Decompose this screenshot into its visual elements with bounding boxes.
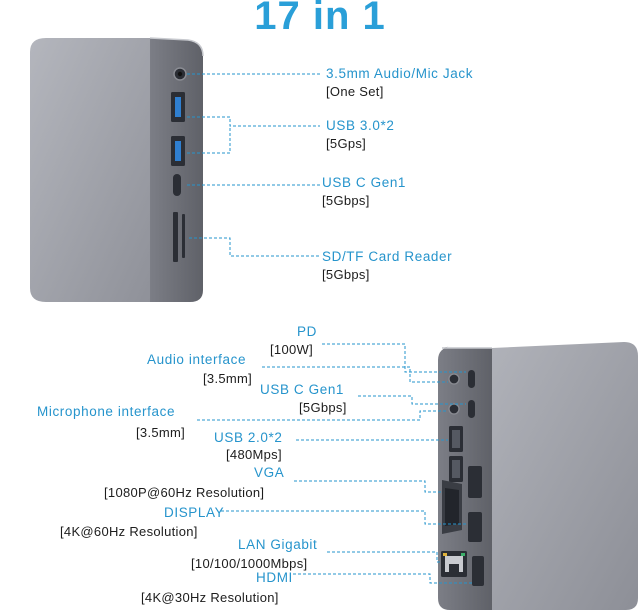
rear-port-label: VGA [254, 465, 285, 480]
front-port-label: SD/TF Card Reader [322, 249, 453, 264]
hdmi-port-icon [472, 556, 484, 586]
front-port-label: USB 3.0*2 [326, 118, 395, 133]
audio-jack-icon [173, 67, 187, 81]
usb-c-port-icon [173, 174, 181, 196]
front-port-spec: [5Gps] [326, 136, 367, 151]
front-leader-lines [187, 73, 320, 257]
card-reader-slot-icon [173, 212, 185, 262]
rear-port-spec: [480Mps] [226, 447, 282, 462]
usb-c-rear-port-icon [468, 400, 475, 418]
front-port-label: USB C Gen1 [322, 175, 407, 190]
rear-port-label: HDMI [256, 570, 293, 585]
page-title: 17 in 1 [254, 0, 386, 38]
rear-port-spec: [100W] [270, 342, 313, 357]
rear-port-spec: [10/100/1000Mbps] [191, 556, 308, 571]
mic-port-icon [448, 403, 460, 415]
front-port-spec: [5Gbps] [322, 193, 370, 208]
display-port-2-icon [468, 512, 482, 542]
usb-2-ports-icon [449, 426, 463, 482]
rear-port-spec: [1080P@60Hz Resolution] [104, 485, 265, 500]
rear-port-label: DISPLAY [164, 505, 225, 520]
vga-port-icon [442, 480, 462, 534]
rear-port-spec: [3.5mm] [136, 425, 186, 440]
rear-port-label: USB 2.0*2 [214, 430, 283, 445]
displayport-icon [468, 466, 482, 498]
audio-port-icon [448, 373, 460, 385]
rear-port-label: PD [297, 324, 317, 339]
rear-leader-lines [197, 343, 472, 584]
rear-port-spec: [4K@30Hz Resolution] [141, 590, 279, 605]
rear-device [438, 342, 638, 610]
lan-port-icon [441, 551, 467, 577]
rear-port-label: LAN Gigabit [238, 537, 318, 552]
rear-port-label: Microphone interface [37, 404, 176, 419]
front-port-spec: [5Gbps] [322, 267, 370, 282]
usb-a-port-icon [171, 92, 185, 166]
rear-port-label: Audio interface [147, 352, 247, 367]
rear-port-spec: [5Gbps] [299, 400, 347, 415]
rear-port-spec: [4K@60Hz Resolution] [60, 524, 198, 539]
rear-port-spec: [3.5mm] [203, 371, 253, 386]
front-device [30, 37, 204, 302]
pd-port-icon [468, 370, 475, 388]
front-port-spec: [One Set] [326, 84, 384, 99]
rear-port-label: USB C Gen1 [260, 382, 345, 397]
front-port-label: 3.5mm Audio/Mic Jack [326, 66, 474, 81]
